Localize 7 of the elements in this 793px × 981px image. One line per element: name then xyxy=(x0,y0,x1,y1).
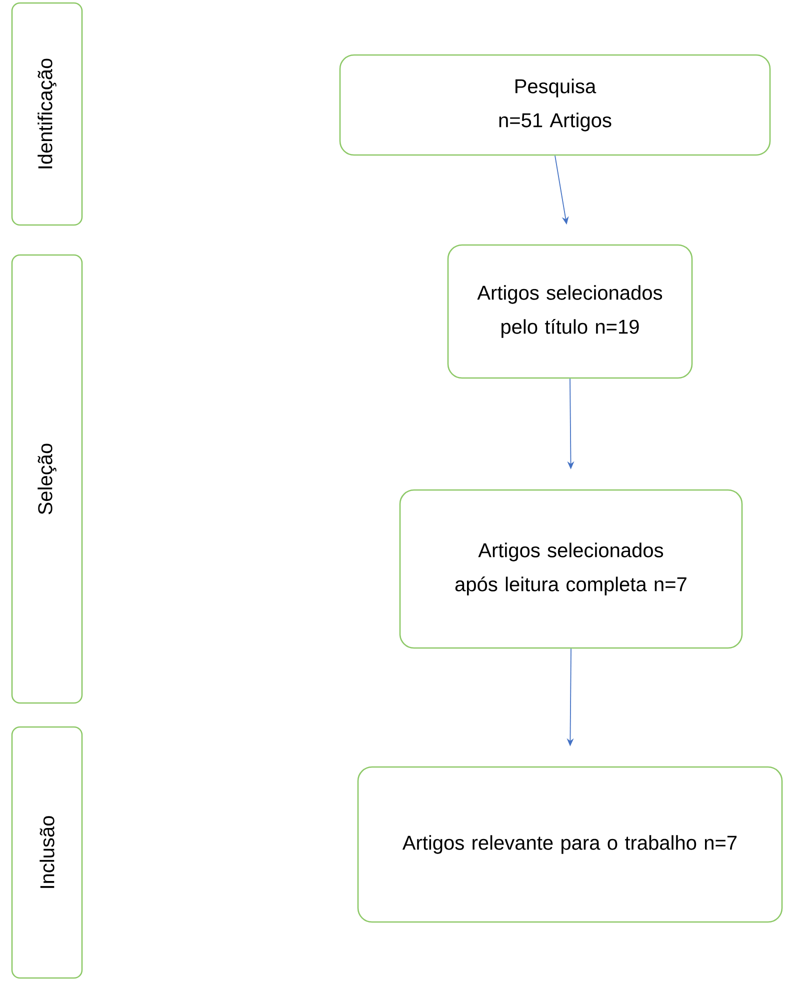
stage-band: Seleção xyxy=(11,254,83,704)
process-box: Pesquisa n=51 Artigos xyxy=(339,54,771,156)
stage-band: Identificação xyxy=(11,2,83,226)
process-box: Artigos selecionados pelo título n=19 xyxy=(447,244,693,379)
stage-band: Inclusão xyxy=(11,726,83,979)
process-box: Artigos selecionados após leitura completa n=7 xyxy=(399,489,743,649)
process-box: Artigos relevante para o trabalho n=7 xyxy=(357,766,783,923)
